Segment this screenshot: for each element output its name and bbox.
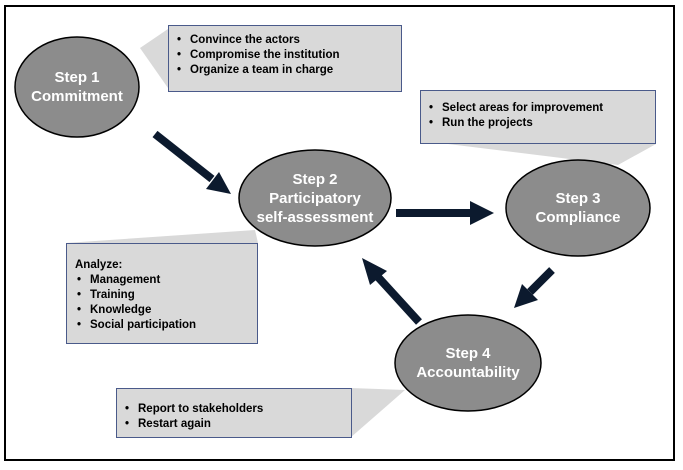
step4-title: Step 4: [445, 345, 491, 362]
arrow-step3-to-step4: [514, 267, 555, 308]
step1-task: Convince the actors: [175, 33, 401, 48]
ellipse-step4: [394, 314, 542, 412]
ellipse-step3: [505, 159, 651, 257]
step3-title: Step 3: [555, 190, 601, 207]
analyze-heading: Analyze:: [75, 259, 123, 271]
step1-task: Organize a team in charge: [175, 63, 401, 78]
ellipse-step2: [238, 149, 392, 247]
arrow-step2-to-step3: [396, 201, 494, 225]
step3-name: Compliance: [535, 209, 621, 226]
callout-step1: [140, 29, 168, 88]
step2-node: Step 2 Participatory self-assessment: [239, 150, 391, 246]
step2-task: Training: [75, 288, 257, 303]
step2-name-line1: Participatory: [269, 189, 361, 207]
step4-tasks-box: Report to stakeholders Restart again: [116, 388, 352, 438]
step2-tasks-box: Analyze: Management Training Knowledge S…: [66, 243, 258, 344]
ellipse-step1: [14, 36, 140, 138]
step4-task: Restart again: [123, 417, 351, 432]
step3-tasks-box: Select areas for improvement Run the pro…: [420, 90, 656, 144]
step4-node: Step 4 Accountability: [395, 315, 541, 411]
step4-task: Report to stakeholders: [123, 402, 351, 417]
step2-task: Management: [75, 273, 257, 288]
step3-task: Run the projects: [427, 116, 655, 131]
step4-name: Accountability: [416, 364, 520, 381]
step2-name-line2: self-assessment: [256, 208, 374, 226]
step2-task: Social participation: [75, 318, 257, 333]
step1-task: Compromise the institution: [175, 48, 401, 63]
step3-node: Step 3 Compliance: [506, 160, 650, 256]
step2-task: Knowledge: [75, 303, 257, 318]
step2-title: Step 2: [292, 170, 338, 188]
step1-node: Step 1 Commitment: [15, 37, 139, 137]
step1-title: Step 1: [54, 69, 100, 86]
step1-name: Commitment: [31, 88, 123, 105]
arrow-step4-to-step2: [362, 258, 422, 325]
arrow-step1-to-step2: [152, 130, 231, 194]
callout-step3: [448, 144, 656, 165]
callout-step4: [350, 388, 405, 438]
step1-tasks-box: Convince the actors Compromise the insti…: [168, 25, 402, 92]
callout-step2: [66, 230, 258, 243]
step3-task: Select areas for improvement: [427, 101, 655, 116]
